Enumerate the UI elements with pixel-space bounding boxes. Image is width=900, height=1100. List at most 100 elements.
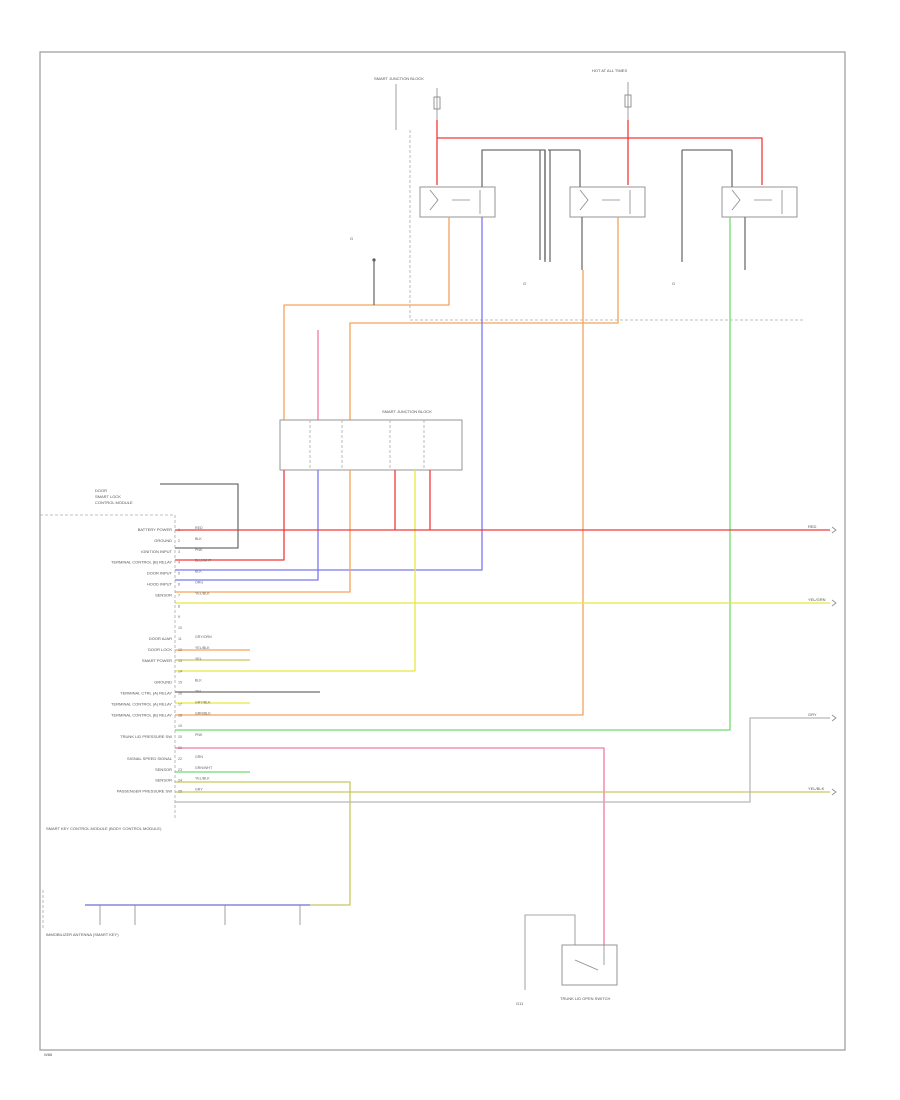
wire-gray-passenger [175,717,830,803]
pin-wire-color: GRN [195,755,203,759]
pin-number: 18 [178,713,182,717]
module-pin-row: 19 [178,724,182,728]
right-ref-label: RED [808,524,817,529]
module-pin-row: 9 [178,615,180,619]
pin-number: 14 [178,670,182,674]
pin-number: 23 [178,768,182,772]
pin-label: PASSENGER PRESSURE SW [117,789,172,794]
pin-number: 5 [178,572,180,576]
pin-number: 17 [178,702,182,706]
pin-number: 12 [178,648,182,652]
pin-label: DOOR INPUT [147,571,173,576]
wire-green-long [175,217,731,731]
right-ref-label: YEL/BLK [808,786,825,791]
relay-2-box [569,186,646,218]
pin-wire-color: GRY/ORN [195,635,212,639]
junction-block-outline [409,130,805,321]
pin-number: 19 [178,724,182,728]
pin-wire-color: GRN/WHT [195,766,213,770]
pin-label: BATTERY POWER [138,527,172,532]
diagram-border [39,51,846,1051]
pin-label: HOOD INPUT [147,582,173,587]
trunk-switch-box [561,944,618,986]
relay-1-internals [429,189,481,214]
pin-label: TRUNK LID PRESSURE SW [120,734,172,739]
module-pin-row: 21 [178,746,182,750]
module-pin-row: 8 [178,604,180,608]
wire-orange-relay-2-feed [349,217,619,420]
module-pin-row: 6 HOOD INPUT ORG [147,581,204,587]
pin-wire-color: BLK [195,679,202,683]
pin-number: 15 [178,681,182,685]
module-boundary [40,514,176,820]
pin-wire-color: BLU/WHT [195,559,212,563]
pin-number: 6 [178,583,180,587]
antenna-pins [99,905,301,925]
wire-yellow-smart [175,470,416,672]
pin-wire-color: GRY [195,788,203,792]
pin-wire-color: GRN/BLK [195,711,211,715]
wire-blue-long [175,217,483,571]
right-ref-arrow [831,714,837,722]
module-pin-row: 15 GROUND BLK [154,679,202,685]
wire-red-top-bus [436,120,763,185]
relay-1-box [419,186,496,218]
pin-wire-color: ORG [195,581,203,585]
pin-number: 9 [178,615,180,619]
wire-black-relay-3 [681,149,746,270]
right-ref-arrow [831,599,837,607]
pin-wire-color: BLK [195,537,202,541]
pin-number: 25 [178,790,182,794]
trunk-switch-label: TRUNK LID OPEN SWITCH [560,996,611,1001]
pin-number: 13 [178,659,182,663]
trunk-switch: TRUNK LID OPEN SWITCH G11 [516,914,618,1006]
pin-number: 1 [178,528,180,532]
pin-number: 8 [178,604,180,608]
pin-wire-color: YEL/BLK [195,591,210,595]
relay-1-ground-label: G [523,281,526,286]
pin-label: SENSOR [155,778,172,783]
pin-label: DOOR AJAR [149,636,172,641]
module-pin-row: 10 [178,626,182,630]
page-reference: W86 [44,1052,53,1057]
pin-label: GROUND [154,680,172,685]
ground-connector-label: G [350,236,353,241]
wire-orange-hood [175,470,351,593]
relay-3-internals [731,189,783,214]
wire-olive-sensor [85,781,351,906]
pin-label: TERMINAL CONTROL (B) RELAY [111,712,172,717]
middle-connector-block [279,419,463,471]
pin-number: 3 [178,550,180,554]
wire-orange-long [175,270,584,716]
pin-number: 24 [178,779,182,783]
pin-label: TERMINAL CONTROL (B) RELAY [111,560,172,565]
pin-number: 22 [178,757,182,761]
wire-black-ground [160,483,239,549]
pin-number: 16 [178,692,182,696]
fuse-right-body [624,94,632,108]
middle-block-title: SMART JUNCTION BLOCK [382,409,432,414]
pin-label: DOOR LOCK [148,647,172,652]
pin-label: SENSOR [155,592,172,597]
wire-black-pair [539,150,551,262]
pin-label: IGNITION INPUT [141,549,172,554]
pin-number: 21 [178,746,182,750]
hot-at-all-times-label: HOT AT ALL TIMES [592,68,627,73]
pin-number: 10 [178,626,182,630]
module-pin-row: 25 PASSENGER PRESSURE SW GRY [117,788,204,794]
junction-label-1: SMART JUNCTION BLOCK [374,76,424,81]
pin-wire-color: YEL/BLK [195,777,210,781]
